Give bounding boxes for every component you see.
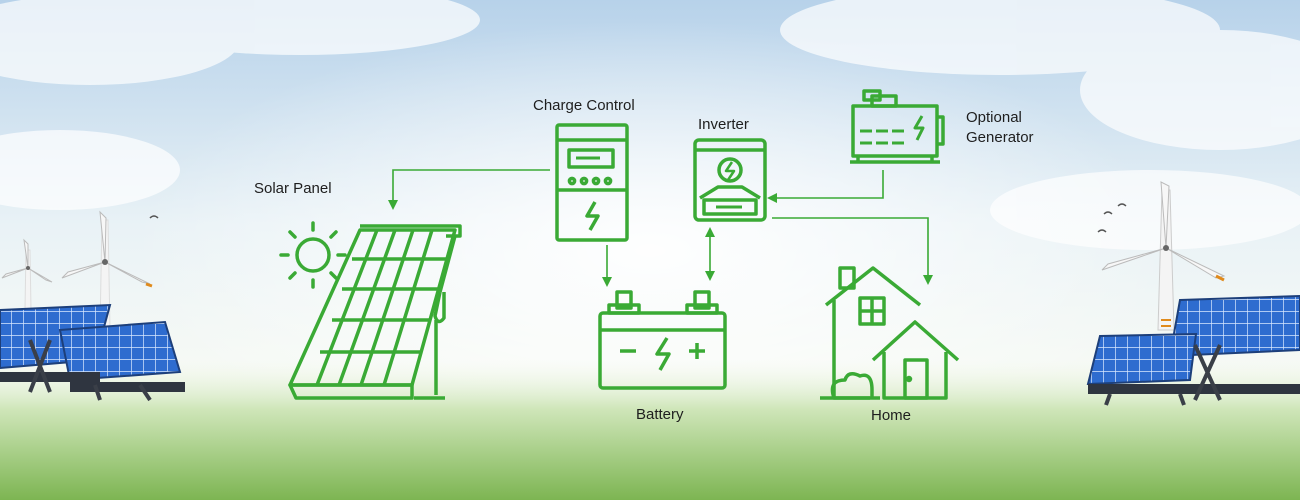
inverter-label: Inverter	[698, 116, 749, 133]
inverter-icon	[693, 138, 767, 222]
optional-generator-label-line2: Generator	[966, 129, 1034, 146]
left-scenery	[0, 210, 185, 402]
generator-icon	[850, 89, 945, 164]
right-scenery	[1086, 181, 1300, 406]
battery-icon	[598, 290, 727, 390]
optional-generator-label-line1: Optional	[966, 109, 1022, 126]
home-label: Home	[871, 407, 912, 424]
connector-generator-to-inverter	[767, 170, 884, 203]
optional-generator-label: Optional Generator	[966, 108, 1086, 148]
charge-control-label: Charge Control	[533, 97, 635, 114]
solar-panel-icon	[288, 224, 462, 400]
charge-controller-icon	[555, 123, 629, 242]
battery-label: Battery	[636, 406, 684, 423]
sun-icon	[279, 221, 347, 289]
connector-charge-to-solar	[388, 169, 550, 210]
connector-inverter-to-home	[772, 217, 933, 285]
solar-panel-label: Solar Panel	[254, 180, 332, 197]
home-icon	[820, 266, 960, 400]
